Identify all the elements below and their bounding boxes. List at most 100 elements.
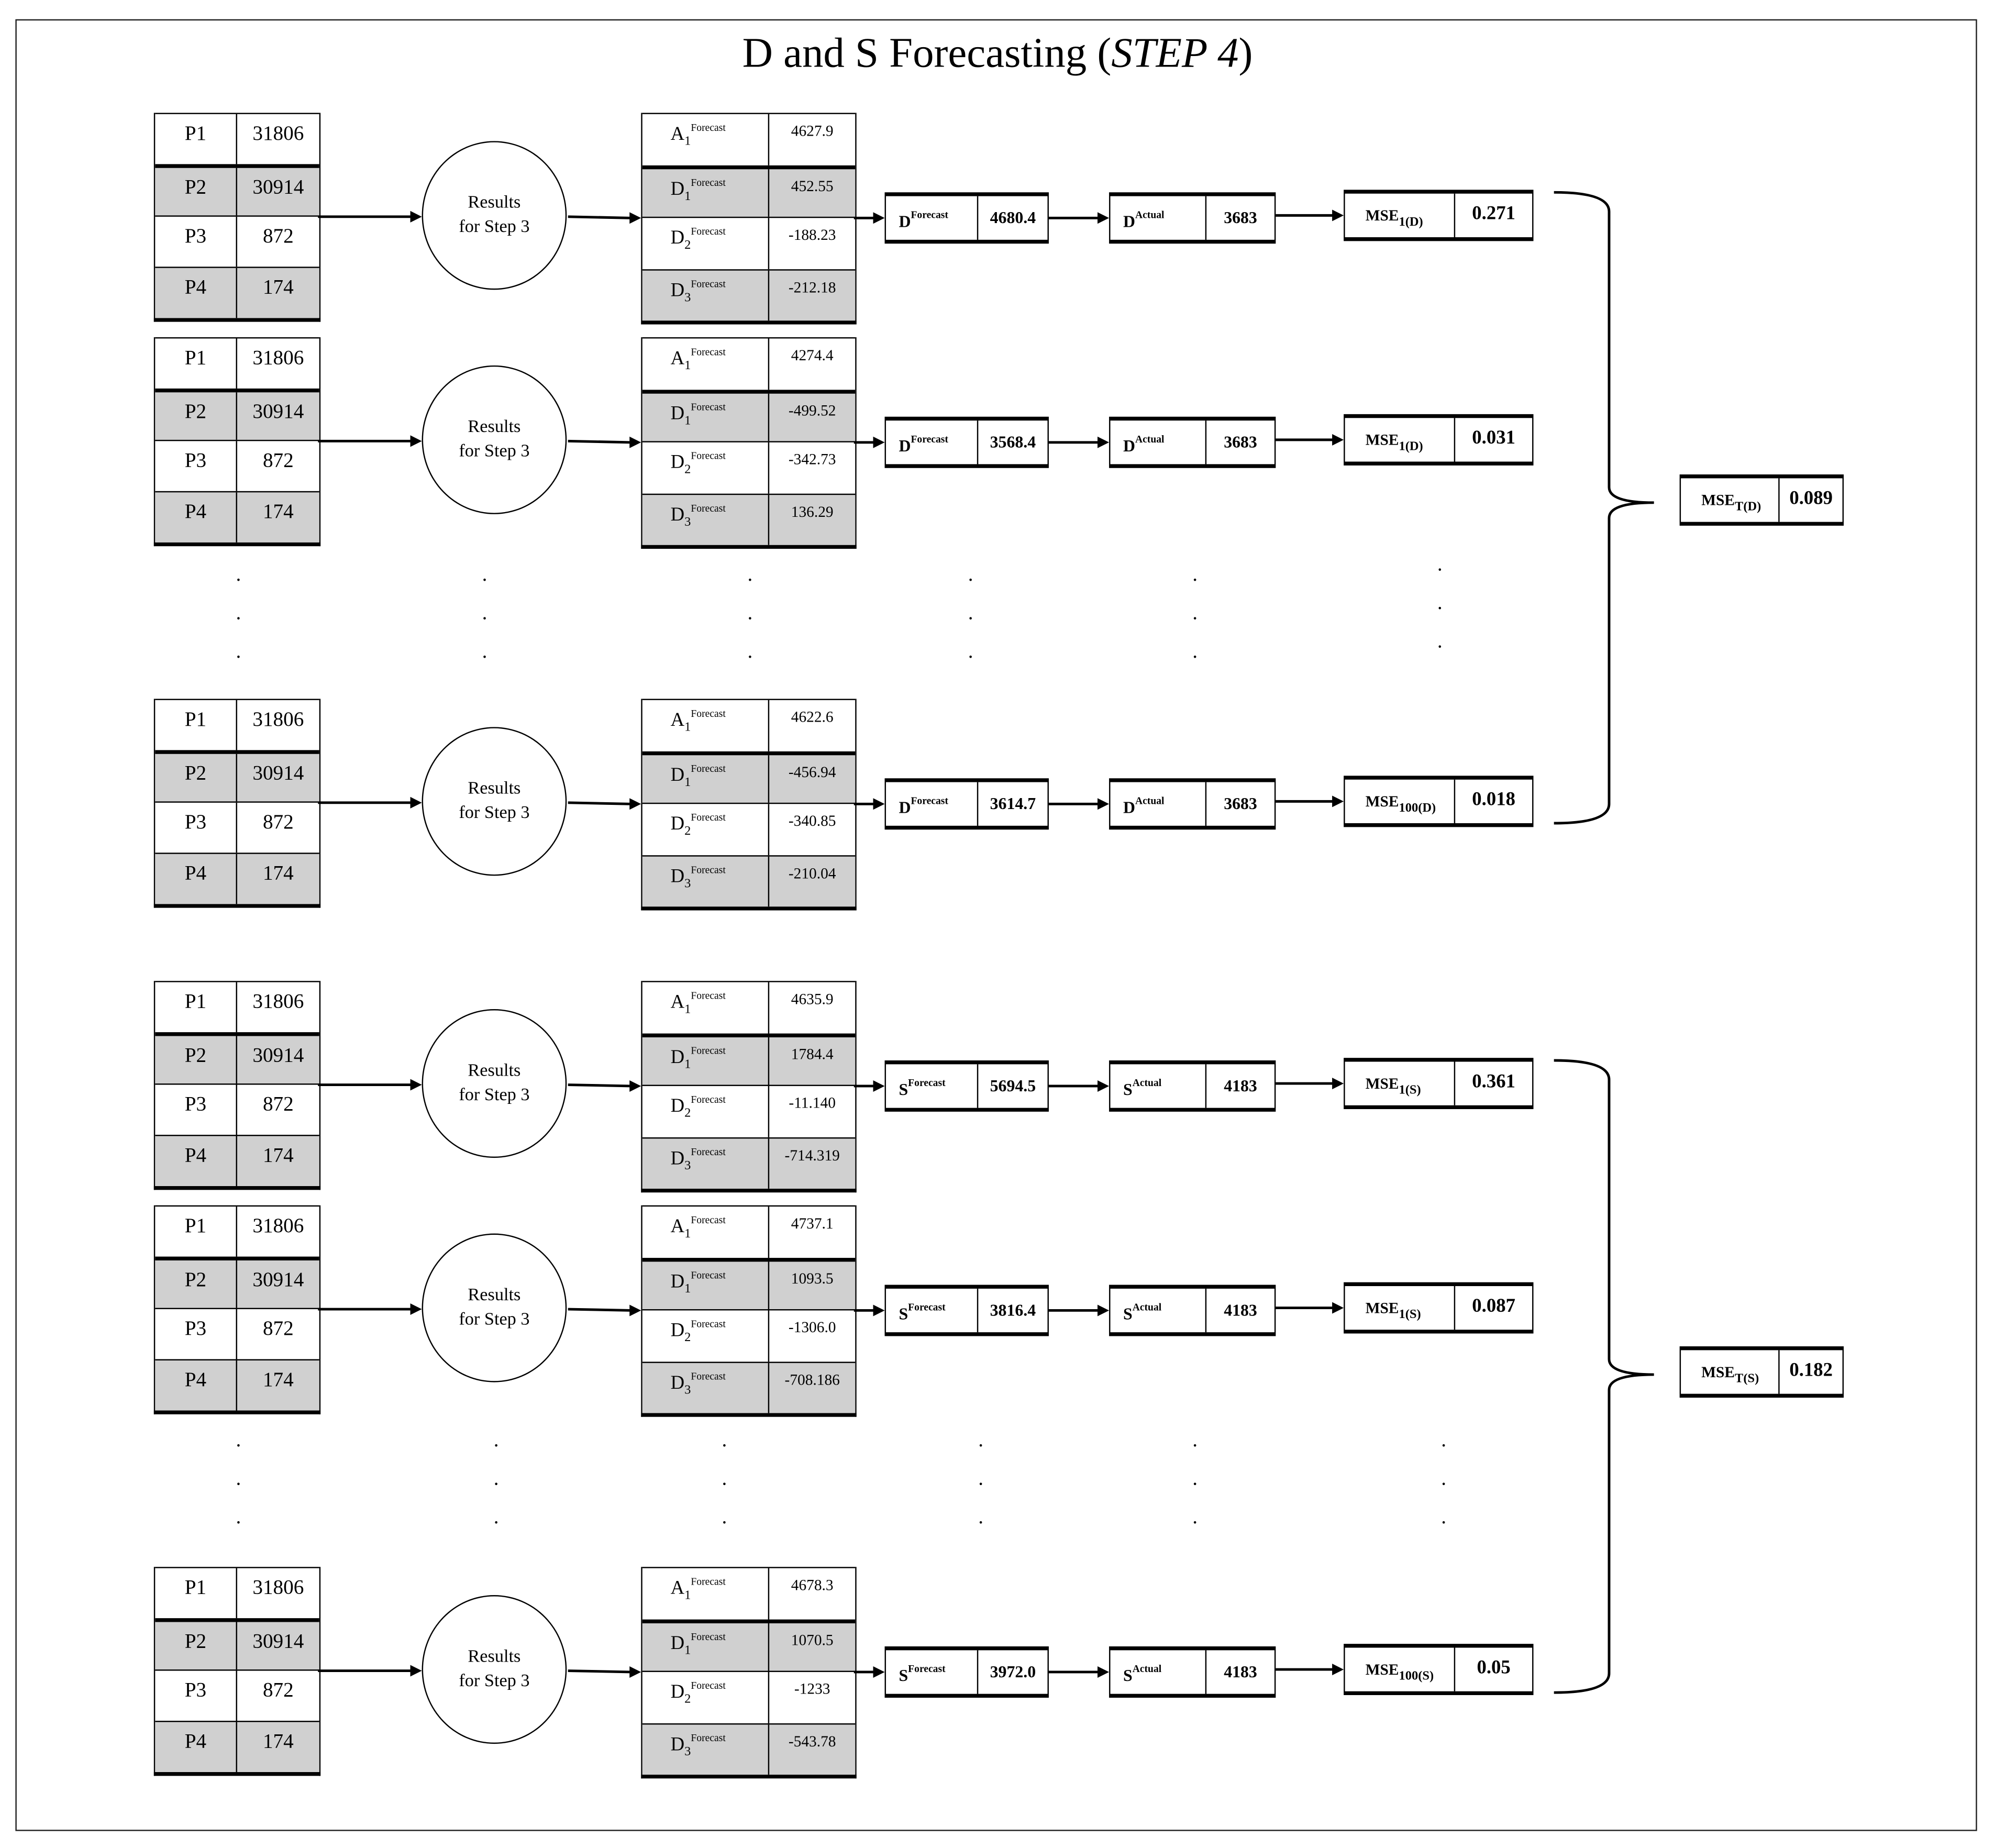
- superscript: Forecast: [691, 811, 726, 824]
- ellipsis-dot: .: [236, 641, 241, 663]
- component-value: -1306.0: [768, 1310, 856, 1362]
- arrow-head-icon: [629, 212, 641, 224]
- component-label: D2Forecast: [642, 442, 768, 493]
- symbol: MSE: [1365, 430, 1399, 449]
- subscript: 2: [684, 1106, 691, 1121]
- component-value: -188.23: [768, 218, 856, 269]
- component-value: 4737.1: [768, 1207, 856, 1257]
- ellipsis-dot: .: [493, 1430, 499, 1452]
- forecast-box-label: DForecast: [886, 420, 979, 464]
- superscript: Forecast: [691, 1576, 726, 1588]
- component-label: D1Forecast: [642, 1623, 768, 1671]
- ellipsis-dot: .: [1441, 1468, 1447, 1490]
- symbol: MSE: [1701, 491, 1735, 510]
- ellipsis-dot: .: [1192, 564, 1198, 587]
- symbol: D: [670, 179, 685, 200]
- arrow-head-icon: [1332, 1302, 1344, 1314]
- forecast-box-label: SForecast: [886, 1650, 979, 1694]
- param-value: 872: [236, 441, 319, 491]
- forecast-box-value: 4680.4: [990, 207, 1036, 227]
- subscript: 2: [684, 462, 691, 477]
- ellipsis-dot: .: [1441, 1430, 1447, 1452]
- arrow-line: [568, 801, 631, 805]
- ellipsis-dot: .: [1441, 1507, 1447, 1529]
- mse-box-value: 0.087: [1472, 1296, 1515, 1317]
- param-value: 31806: [236, 114, 319, 164]
- arrow-head-icon: [410, 796, 422, 809]
- arrow-head-icon: [410, 1665, 422, 1677]
- param-label: P2: [184, 1631, 207, 1653]
- mse-box-value: 0.271: [1472, 204, 1515, 225]
- subscript: 3: [684, 876, 691, 891]
- forecast-row: D2Forecast-11.140: [642, 1085, 856, 1137]
- mse-box: MSE1(S)0.361: [1344, 1058, 1534, 1110]
- arrow-head-icon: [410, 1303, 422, 1315]
- symbol: D: [670, 280, 685, 301]
- symbol: D: [670, 1047, 685, 1068]
- param-value: 30914: [236, 1622, 319, 1670]
- component-value: -543.78: [768, 1724, 856, 1775]
- arrow-head-icon: [629, 1666, 641, 1678]
- symbol: D: [670, 504, 685, 525]
- arrow-head-icon: [629, 798, 641, 810]
- mse-box-label: MSE100(S): [1345, 1647, 1456, 1691]
- component-label: A1Forecast: [642, 1568, 768, 1619]
- mse-box-label: MSE1(D): [1345, 418, 1456, 462]
- param-label: P3: [184, 1093, 207, 1116]
- component-label: D2Forecast: [642, 218, 768, 269]
- superscript: Forecast: [691, 1370, 726, 1382]
- component-value: -212.18: [768, 270, 856, 321]
- ellipsis-dot: .: [722, 1430, 727, 1452]
- param-value: 872: [236, 1670, 319, 1721]
- symbol: A: [670, 1216, 685, 1237]
- subscript: T(D): [1734, 500, 1761, 514]
- symbol: A: [670, 710, 685, 731]
- ellipsis-dot: .: [1192, 602, 1198, 625]
- superscript: Forecast: [691, 278, 726, 290]
- param-value: 30914: [236, 754, 319, 802]
- brace-icon: [1554, 1059, 1654, 1694]
- actual-box-value: 3683: [1224, 432, 1257, 451]
- superscript: Forecast: [691, 762, 726, 774]
- actual-box-label: DActual: [1110, 196, 1207, 240]
- param-label: P4: [184, 1145, 207, 1167]
- subscript: 1: [684, 1227, 691, 1242]
- param-label: P4: [184, 501, 207, 524]
- param-label: P1: [184, 709, 207, 731]
- param-value: 872: [236, 216, 319, 267]
- symbol: A: [670, 124, 685, 145]
- mse-total-box-label: MSET(D): [1681, 478, 1780, 522]
- arrow-head-icon: [1098, 212, 1110, 224]
- symbol: D: [670, 452, 685, 473]
- superscript: Actual: [1132, 1301, 1162, 1313]
- ellipsis-dot: .: [747, 564, 753, 587]
- superscript: Actual: [1132, 1077, 1162, 1089]
- circle-line2: for Step 3: [459, 1086, 530, 1105]
- param-value: 174: [236, 1136, 319, 1186]
- symbol: D: [1123, 436, 1135, 456]
- param-label: P1: [184, 1215, 207, 1237]
- superscript: Actual: [1135, 433, 1165, 445]
- component-label: D3Forecast: [642, 494, 768, 545]
- symbol: D: [1123, 212, 1135, 231]
- arrow-head-icon: [410, 1079, 422, 1091]
- arrow-head-icon: [873, 1080, 885, 1092]
- symbol: MSE: [1365, 206, 1399, 225]
- symbol: D: [899, 436, 911, 456]
- superscript: Forecast: [691, 1044, 726, 1056]
- component-value: 1784.4: [768, 1036, 856, 1085]
- circle-line1: Results: [468, 1061, 521, 1081]
